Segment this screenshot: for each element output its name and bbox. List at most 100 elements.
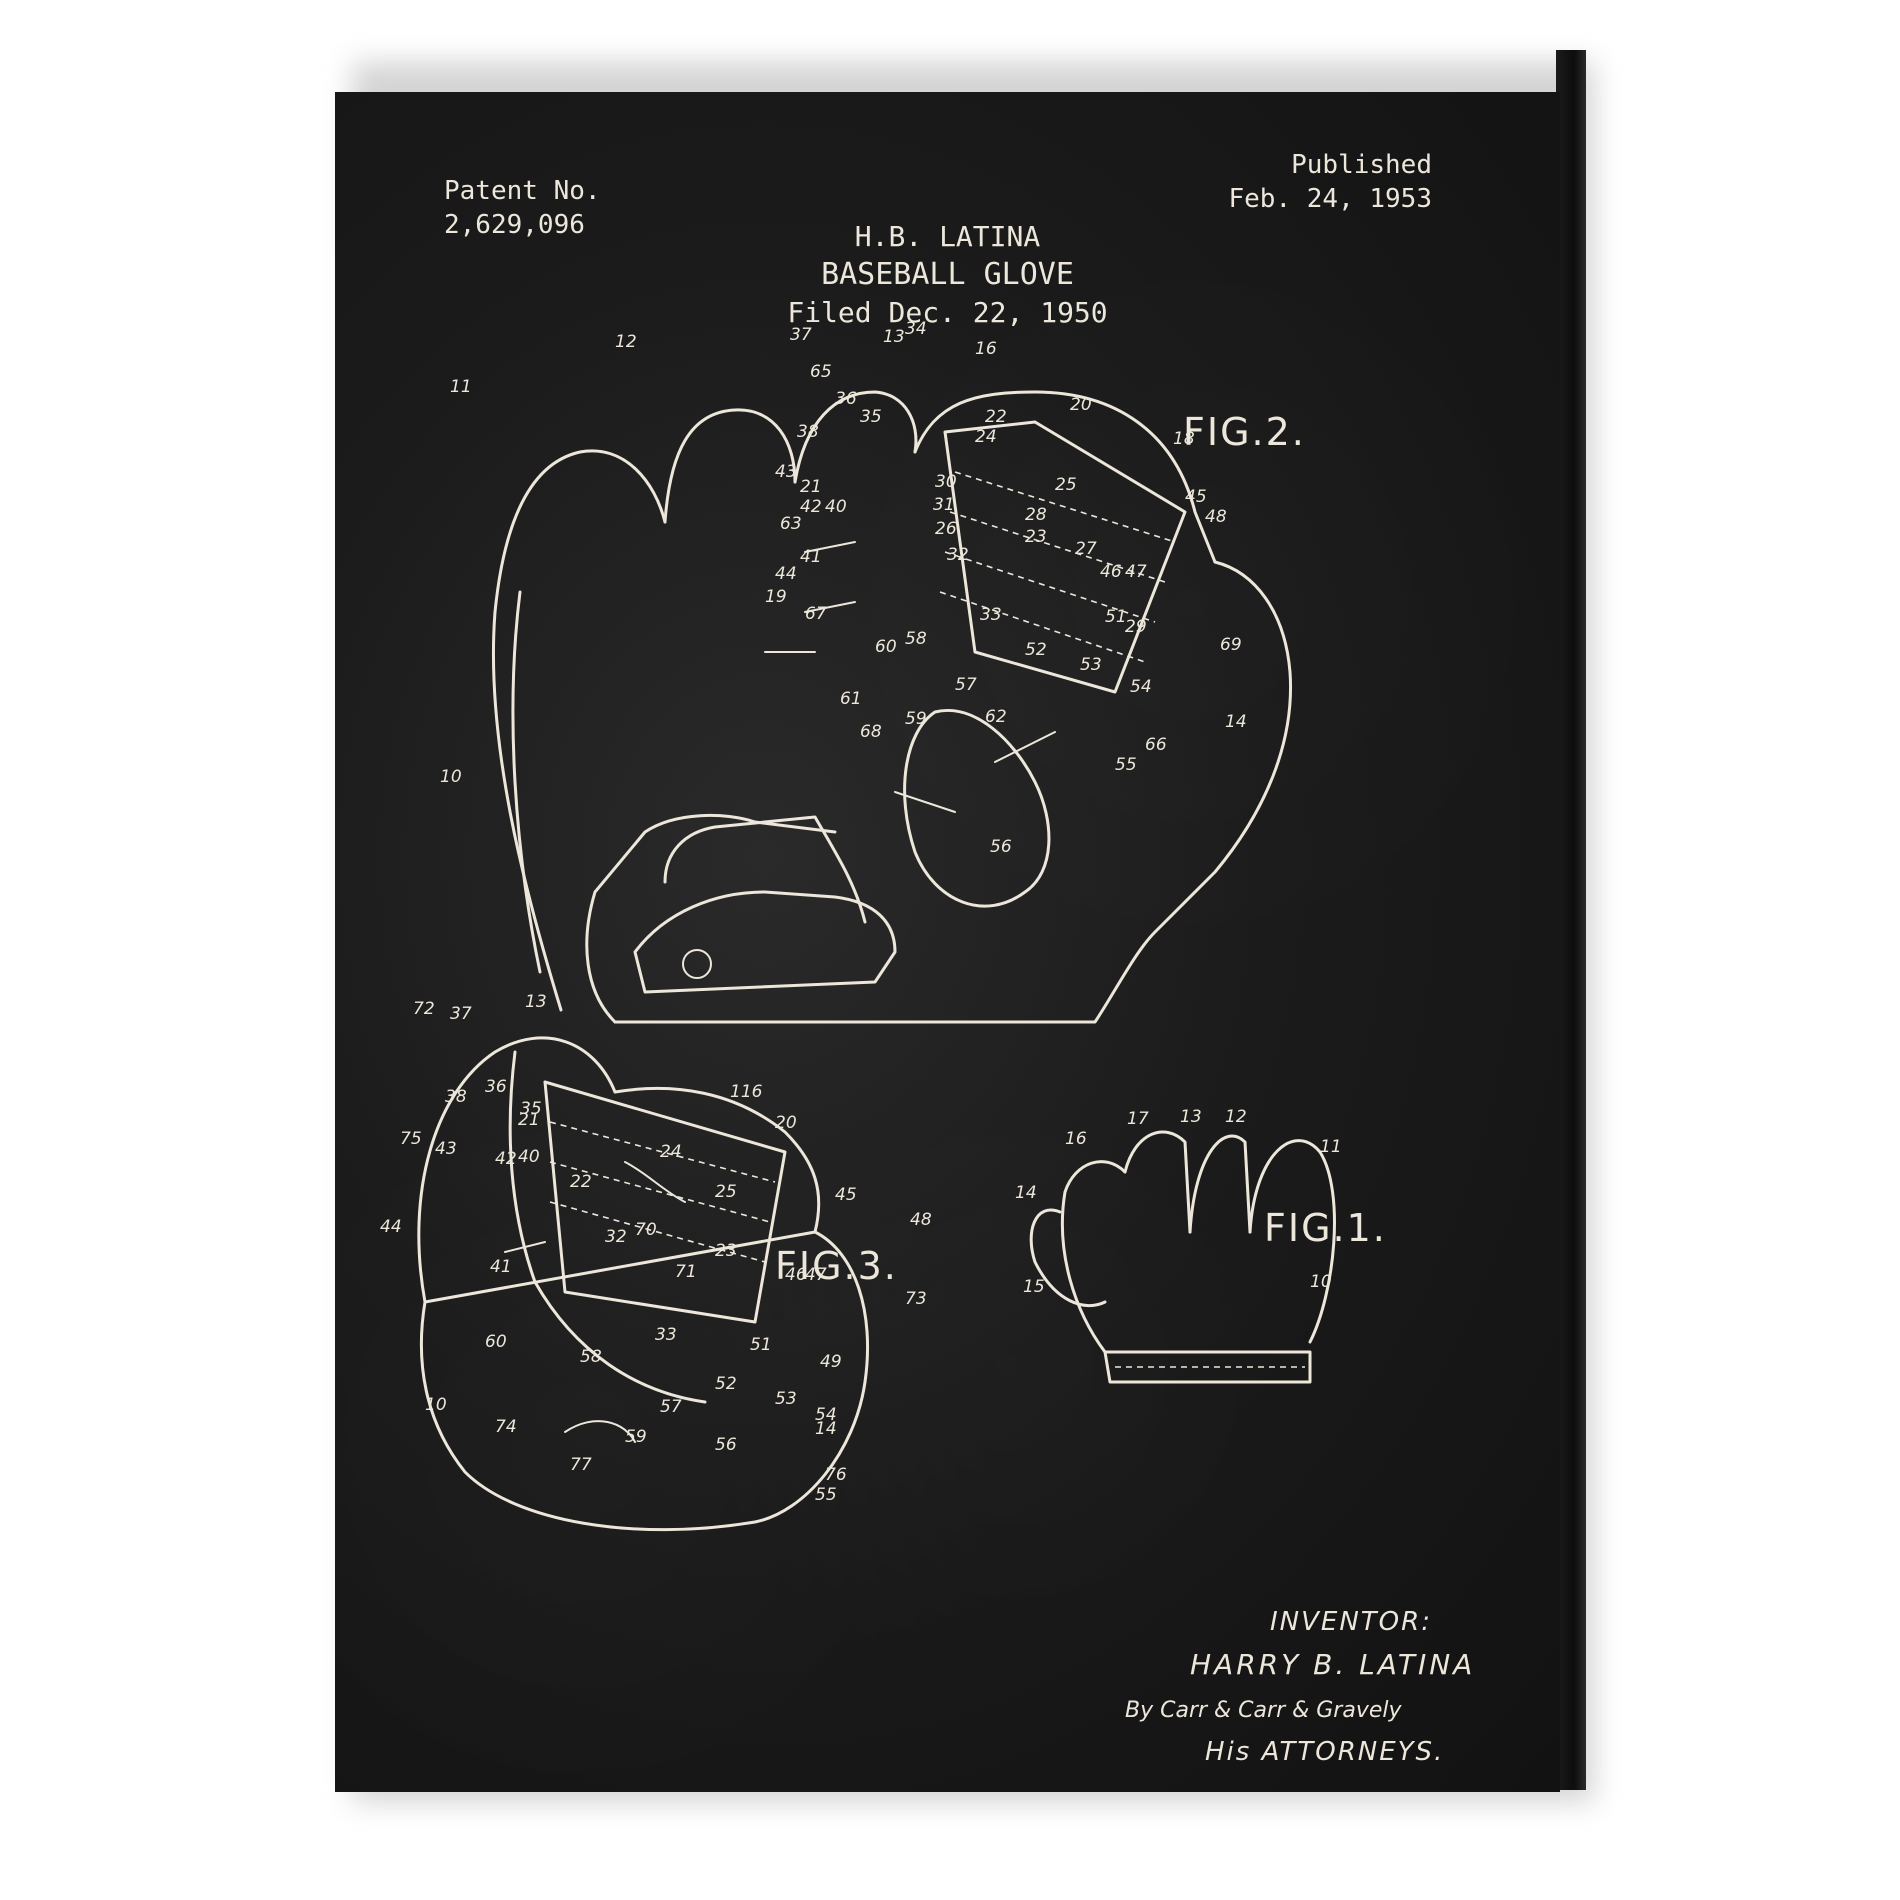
svg-text:40: 40 [825,497,847,517]
svg-text:22: 22 [570,1172,592,1192]
svg-text:13: 13 [1180,1107,1202,1127]
svg-text:58: 58 [905,629,927,649]
svg-text:53: 53 [1080,655,1102,675]
inventor-name: HARRY B. LATINA [1190,1648,1475,1681]
svg-text:75: 75 [400,1129,422,1149]
svg-text:29: 29 [1125,617,1147,637]
svg-text:71: 71 [675,1262,697,1282]
svg-text:58: 58 [580,1347,602,1367]
svg-text:56: 56 [715,1435,737,1455]
svg-text:12: 12 [615,332,637,352]
svg-text:61: 61 [840,689,862,709]
fig2-label: FIG.2. [1183,410,1306,454]
svg-text:60: 60 [875,637,897,657]
svg-text:33: 33 [655,1325,677,1345]
svg-text:49: 49 [820,1352,842,1372]
svg-text:42: 42 [495,1149,517,1169]
svg-text:21: 21 [800,477,822,497]
svg-text:12: 12 [1225,1107,1247,1127]
svg-text:35: 35 [860,407,882,427]
svg-text:63: 63 [780,514,802,534]
svg-text:35: 35 [520,1099,542,1119]
svg-text:48: 48 [1205,507,1227,527]
svg-text:20: 20 [1070,395,1092,415]
svg-text:67: 67 [805,604,827,624]
svg-text:32: 32 [605,1227,627,1247]
svg-text:44: 44 [775,564,797,584]
attorney-signature: By Carr & Carr & Gravely [1125,1698,1402,1723]
svg-text:27: 27 [1075,539,1097,559]
attorneys-label: His ATTORNEYS. [1205,1737,1444,1767]
svg-text:51: 51 [750,1335,772,1355]
svg-text:15: 15 [1023,1277,1045,1297]
svg-text:45: 45 [1185,487,1207,507]
svg-text:37: 37 [790,325,812,345]
svg-text:51: 51 [1105,607,1127,627]
svg-text:24: 24 [660,1142,682,1162]
svg-text:48: 48 [910,1210,932,1230]
svg-text:47: 47 [1125,562,1147,582]
svg-text:23: 23 [715,1241,737,1261]
svg-text:36: 36 [485,1077,507,1097]
svg-text:23: 23 [1025,527,1047,547]
svg-text:60: 60 [485,1332,507,1352]
svg-text:16: 16 [975,339,997,359]
svg-text:41: 41 [800,547,822,567]
svg-text:56: 56 [990,837,1012,857]
svg-text:54: 54 [1130,677,1152,697]
fig1-label: FIG.1. [1264,1206,1387,1250]
svg-text:68: 68 [860,722,882,742]
svg-text:32: 32 [947,545,969,565]
svg-text:14: 14 [1015,1183,1037,1203]
svg-text:57: 57 [955,675,977,695]
svg-text:77: 77 [570,1455,592,1475]
fig3-label: FIG.3. [775,1244,898,1288]
svg-text:53: 53 [775,1389,797,1409]
svg-text:66: 66 [1145,735,1167,755]
svg-text:57: 57 [660,1397,682,1417]
inventor-label: INVENTOR: [1270,1607,1432,1637]
svg-text:36: 36 [835,389,857,409]
svg-text:14: 14 [1225,712,1247,732]
svg-text:16: 16 [1065,1129,1087,1149]
svg-text:59: 59 [905,709,927,729]
svg-text:38: 38 [445,1087,467,1107]
svg-text:20: 20 [775,1113,797,1133]
svg-text:31: 31 [933,495,955,515]
svg-text:13: 13 [525,992,547,1012]
svg-text:55: 55 [1115,755,1137,775]
svg-text:72: 72 [413,999,435,1019]
canvas-side-edge [1556,50,1586,1790]
svg-text:45: 45 [835,1185,857,1205]
svg-text:10: 10 [425,1395,447,1415]
svg-text:55: 55 [815,1485,837,1505]
svg-text:38: 38 [797,422,819,442]
chalkboard-canvas: Patent No. 2,629,096 Published Feb. 24, … [335,92,1560,1792]
svg-text:52: 52 [715,1374,737,1394]
svg-text:30: 30 [935,472,957,492]
svg-text:13: 13 [883,327,905,347]
svg-text:76: 76 [825,1465,847,1485]
svg-text:59: 59 [625,1427,647,1447]
svg-text:22: 22 [985,407,1007,427]
svg-text:44: 44 [380,1217,402,1237]
svg-text:52: 52 [1025,640,1047,660]
svg-text:43: 43 [435,1139,457,1159]
svg-text:65: 65 [810,362,832,382]
svg-text:46: 46 [1100,562,1122,582]
patent-drawing: 10 11 12 13 14 16 18 19 20 21 22 23 24 2… [335,92,1560,1792]
svg-text:40: 40 [518,1147,540,1167]
svg-text:54: 54 [815,1405,837,1425]
svg-text:116: 116 [730,1082,763,1102]
svg-text:74: 74 [495,1417,517,1437]
svg-text:26: 26 [935,519,957,539]
svg-text:17: 17 [1127,1109,1149,1129]
svg-text:11: 11 [450,377,472,397]
svg-text:25: 25 [715,1182,737,1202]
svg-text:34: 34 [905,319,927,339]
svg-text:62: 62 [985,707,1007,727]
svg-text:28: 28 [1025,505,1047,525]
svg-text:69: 69 [1220,635,1242,655]
svg-text:10: 10 [440,767,462,787]
